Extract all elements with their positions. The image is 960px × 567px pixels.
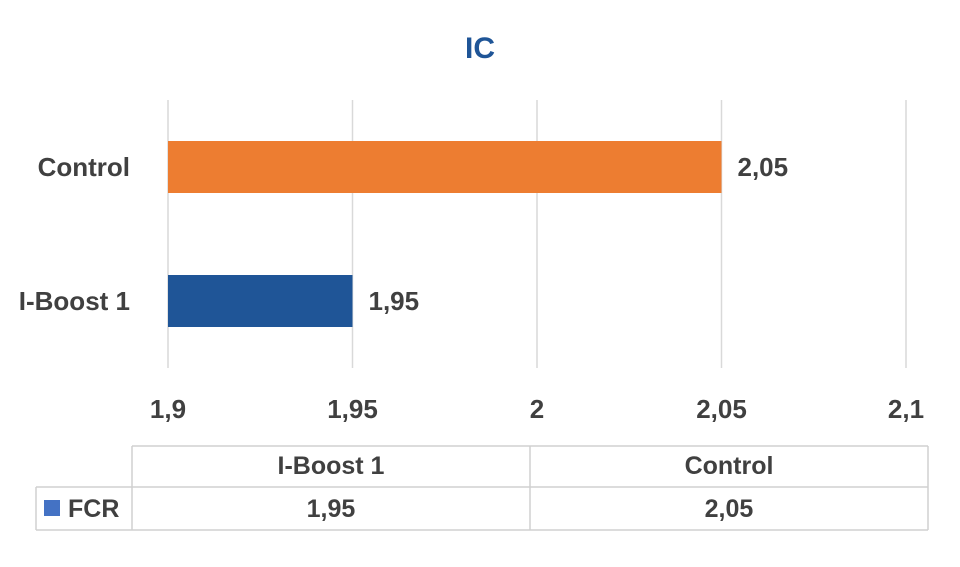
legend-series-name: FCR bbox=[68, 495, 119, 523]
category-label: I-Boost 1 bbox=[19, 286, 130, 316]
table-header: I-Boost 1 bbox=[278, 452, 385, 480]
data-labels: 1,95 2,05 bbox=[369, 152, 789, 316]
table-cell: 1,95 bbox=[307, 495, 356, 523]
x-axis-ticks: 1,9 1,95 2 2,05 2,1 bbox=[150, 394, 924, 424]
chart-title: IC bbox=[465, 32, 495, 65]
table-header: Control bbox=[685, 452, 774, 480]
x-tick-label: 2 bbox=[530, 394, 544, 424]
bars bbox=[168, 141, 722, 327]
x-tick-label: 2,1 bbox=[888, 394, 924, 424]
category-labels: I-Boost 1 Control bbox=[19, 152, 130, 316]
gridlines bbox=[167, 100, 907, 368]
category-label: Control bbox=[38, 152, 130, 182]
x-tick-label: 2,05 bbox=[696, 394, 747, 424]
bar bbox=[168, 141, 722, 193]
x-tick-label: 1,95 bbox=[327, 394, 378, 424]
legend-swatch bbox=[44, 500, 60, 516]
x-tick-label: 1,9 bbox=[150, 394, 186, 424]
data-label: 1,95 bbox=[369, 286, 420, 316]
data-label: 2,05 bbox=[738, 152, 789, 182]
table-cell: 2,05 bbox=[705, 495, 754, 523]
bar bbox=[168, 275, 353, 327]
